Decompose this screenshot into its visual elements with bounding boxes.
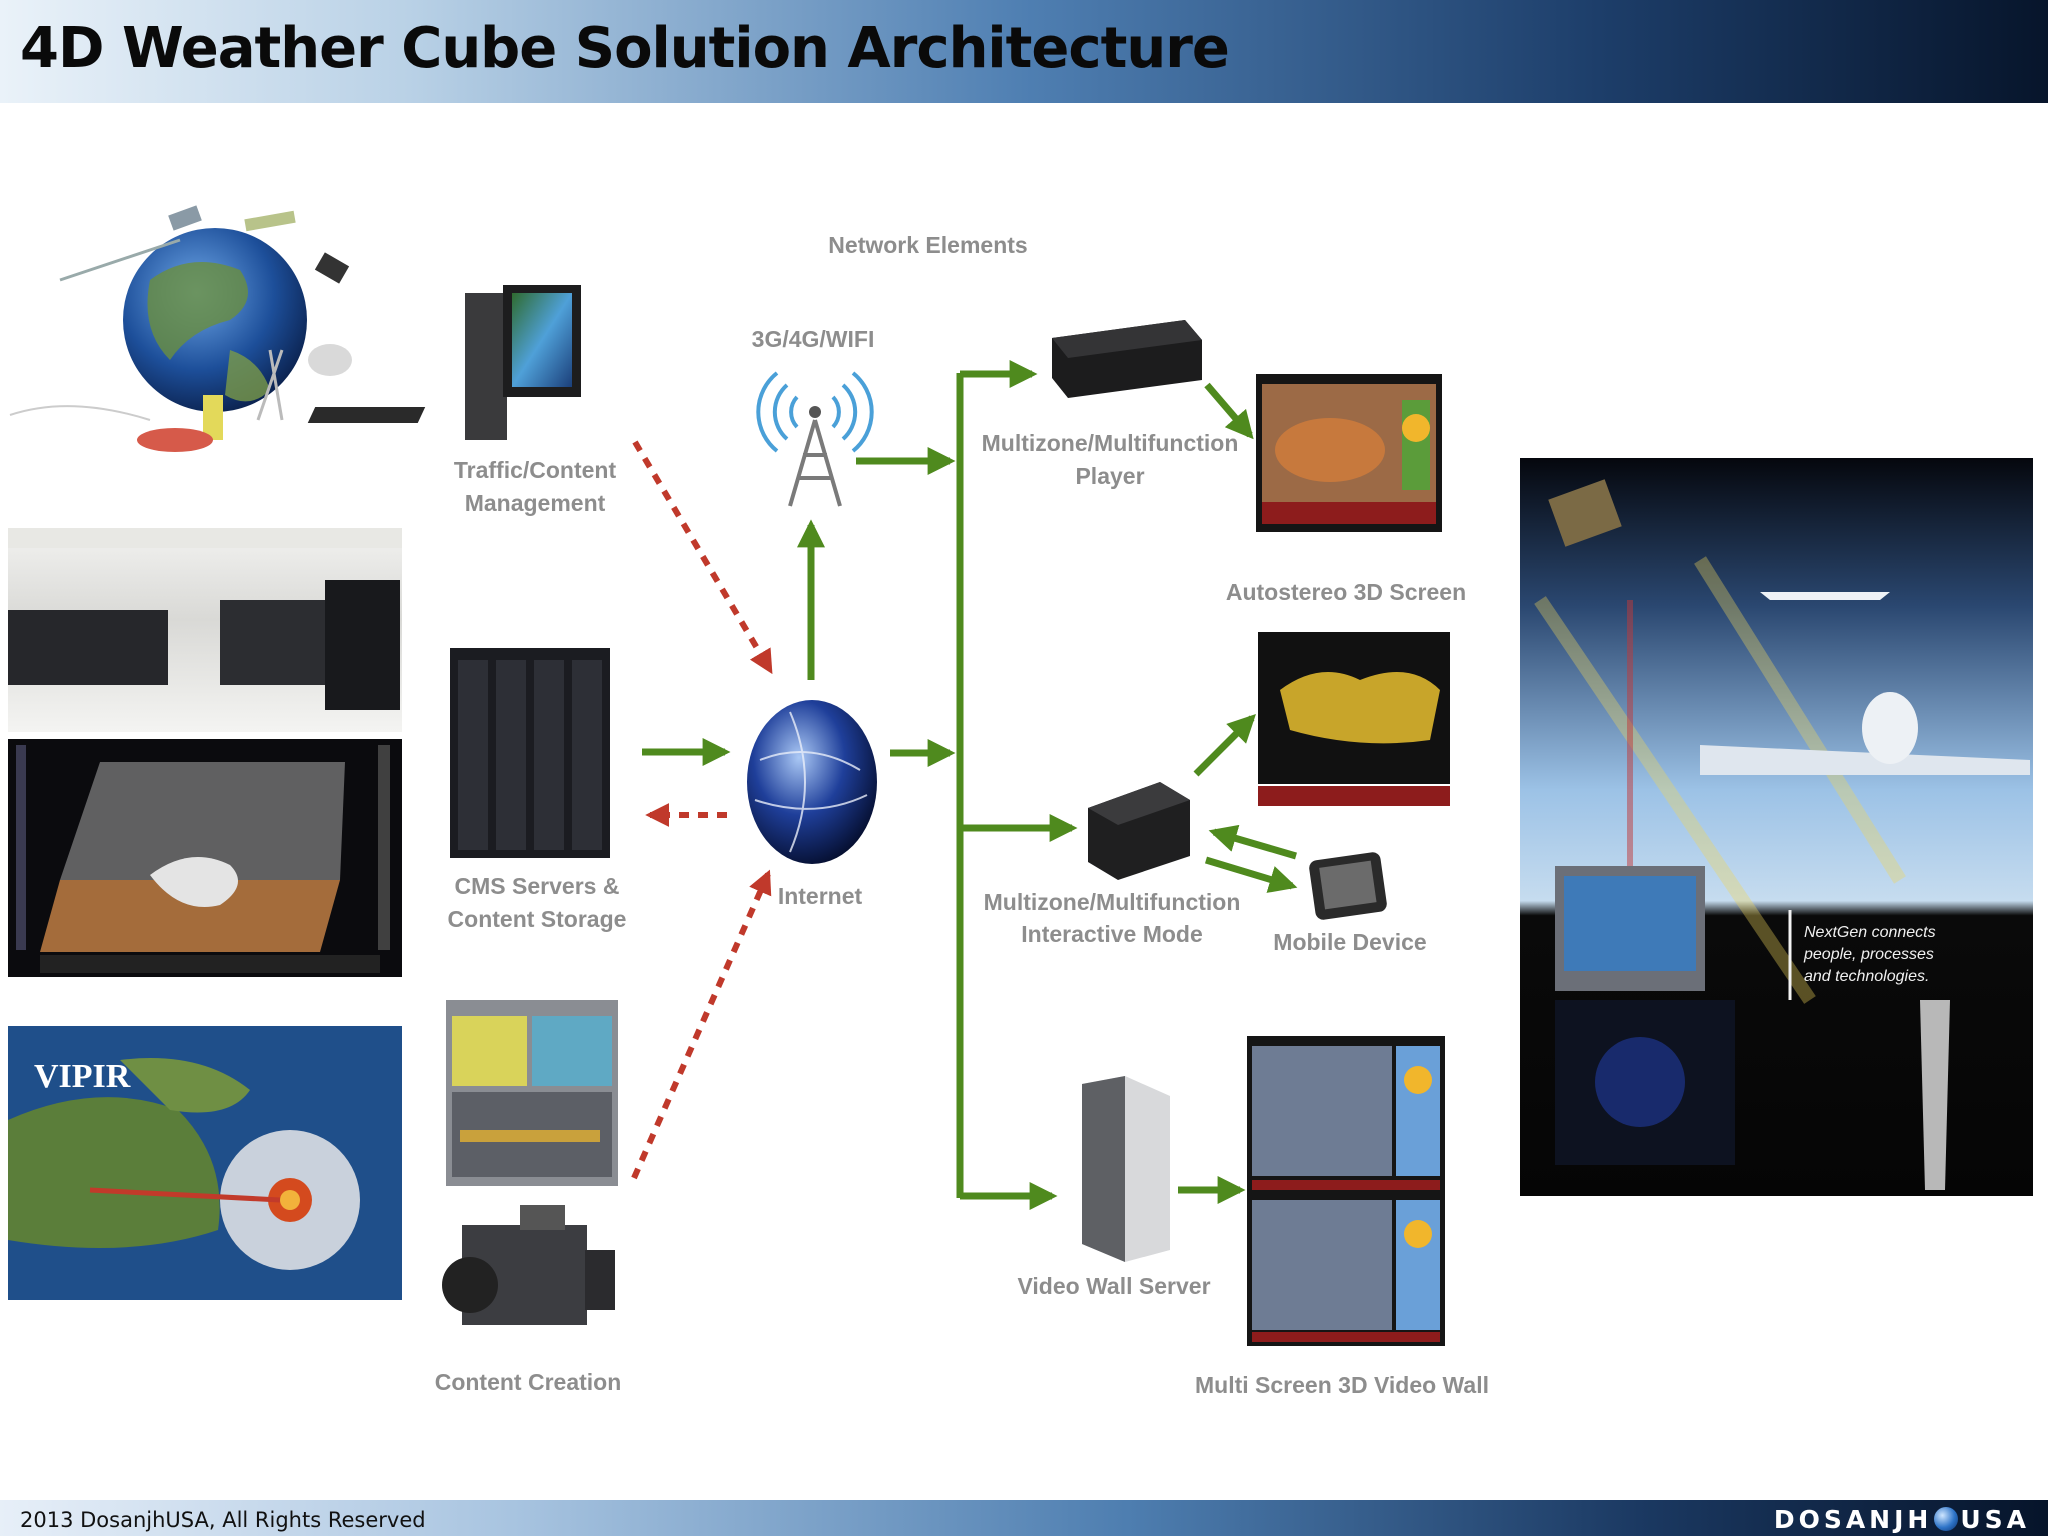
nextgen-caption-3: and technologies. bbox=[1804, 968, 1929, 985]
cell-tower-icon bbox=[756, 371, 874, 507]
cms-servers-label-2: Content Storage bbox=[448, 906, 627, 932]
mobile-device-label: Mobile Device bbox=[1273, 929, 1426, 955]
mobile-device-icon bbox=[1309, 852, 1387, 920]
autostereo-3d-screen bbox=[1256, 374, 1442, 532]
architecture-diagram: VIPIR Traffic/Content Management CMS Ser… bbox=[8, 205, 2033, 1398]
cms-server-rack bbox=[450, 648, 610, 858]
solid-flow-arrows bbox=[642, 360, 1298, 1210]
brand-left-text: DOSANJH bbox=[1773, 1505, 1933, 1534]
traffic-to-internet-arrow bbox=[632, 440, 773, 675]
data-center-photo bbox=[8, 528, 402, 732]
dosanjhusa-logo: DOSANJH USA bbox=[1774, 1505, 2030, 1534]
interactive-to-mobile-arrow bbox=[1204, 856, 1298, 893]
content-to-internet-arrow bbox=[631, 869, 772, 1180]
globe-icon bbox=[1934, 1507, 1959, 1531]
slide-title: 4D Weather Cube Solution Architecture bbox=[20, 16, 1230, 81]
interactive-mode-label-1: Multizone/Multifunction bbox=[984, 889, 1241, 915]
video-camera-icon bbox=[442, 1205, 615, 1325]
multizone-player-label-1: Multizone/Multifunction bbox=[982, 430, 1239, 456]
dashed-flow-arrows bbox=[631, 440, 773, 1180]
internet-globe-icon bbox=[747, 700, 877, 864]
interactive-mode-label-2: Interactive Mode bbox=[1021, 921, 1203, 947]
content-creation-editor-screen bbox=[446, 1000, 618, 1186]
multi-screen-video-wall bbox=[1247, 1036, 1445, 1346]
autostereo-screen-label: Autostereo 3D Screen bbox=[1226, 579, 1466, 605]
3d-visualization-monitor bbox=[1258, 632, 1450, 806]
brand-right-text: USA bbox=[1960, 1505, 2030, 1534]
vipir-hurricane-map: VIPIR bbox=[8, 1026, 402, 1300]
cms-servers-label-1: CMS Servers & bbox=[455, 873, 620, 899]
video-wall-label: Multi Screen 3D Video Wall bbox=[1195, 1372, 1489, 1398]
earth-observation-photo bbox=[9, 205, 352, 452]
video-wall-server-label: Video Wall Server bbox=[1017, 1273, 1210, 1299]
copyright-text: 2013 DosanjhUSA, All Rights Reserved bbox=[20, 1508, 426, 1532]
3d-weather-model-photo bbox=[8, 739, 402, 977]
nextgen-caption-1: NextGen connects bbox=[1804, 924, 1936, 941]
content-creation-label: Content Creation bbox=[435, 1369, 622, 1395]
footer-bar: 2013 DosanjhUSA, All Rights Reserved DOS… bbox=[0, 1500, 2048, 1536]
traffic-management-workstation bbox=[307, 285, 581, 440]
nextgen-aviation-photo: NextGen connects people, processes and t… bbox=[1520, 458, 2033, 1196]
player-to-screen-arrow bbox=[1204, 382, 1254, 440]
traffic-management-label-2: Management bbox=[465, 490, 606, 516]
vipir-logo-text: VIPIR bbox=[34, 1058, 131, 1095]
multizone-player-label-2: Player bbox=[1075, 463, 1144, 489]
mobile-to-interactive-arrow bbox=[1208, 824, 1297, 860]
nextgen-caption-2: people, processes bbox=[1803, 946, 1934, 963]
interactive-mode-box bbox=[1088, 782, 1190, 880]
video-wall-server-tower bbox=[1082, 1076, 1170, 1262]
multizone-player-box bbox=[1052, 320, 1202, 398]
traffic-management-label-1: Traffic/Content bbox=[454, 457, 617, 483]
interactive-to-monitor-arrow bbox=[1193, 714, 1256, 777]
network-elements-heading: Network Elements bbox=[828, 232, 1027, 258]
title-bar: 4D Weather Cube Solution Architecture bbox=[0, 0, 2048, 103]
wifi-label: 3G/4G/WIFI bbox=[752, 326, 875, 352]
internet-label: Internet bbox=[778, 883, 863, 909]
